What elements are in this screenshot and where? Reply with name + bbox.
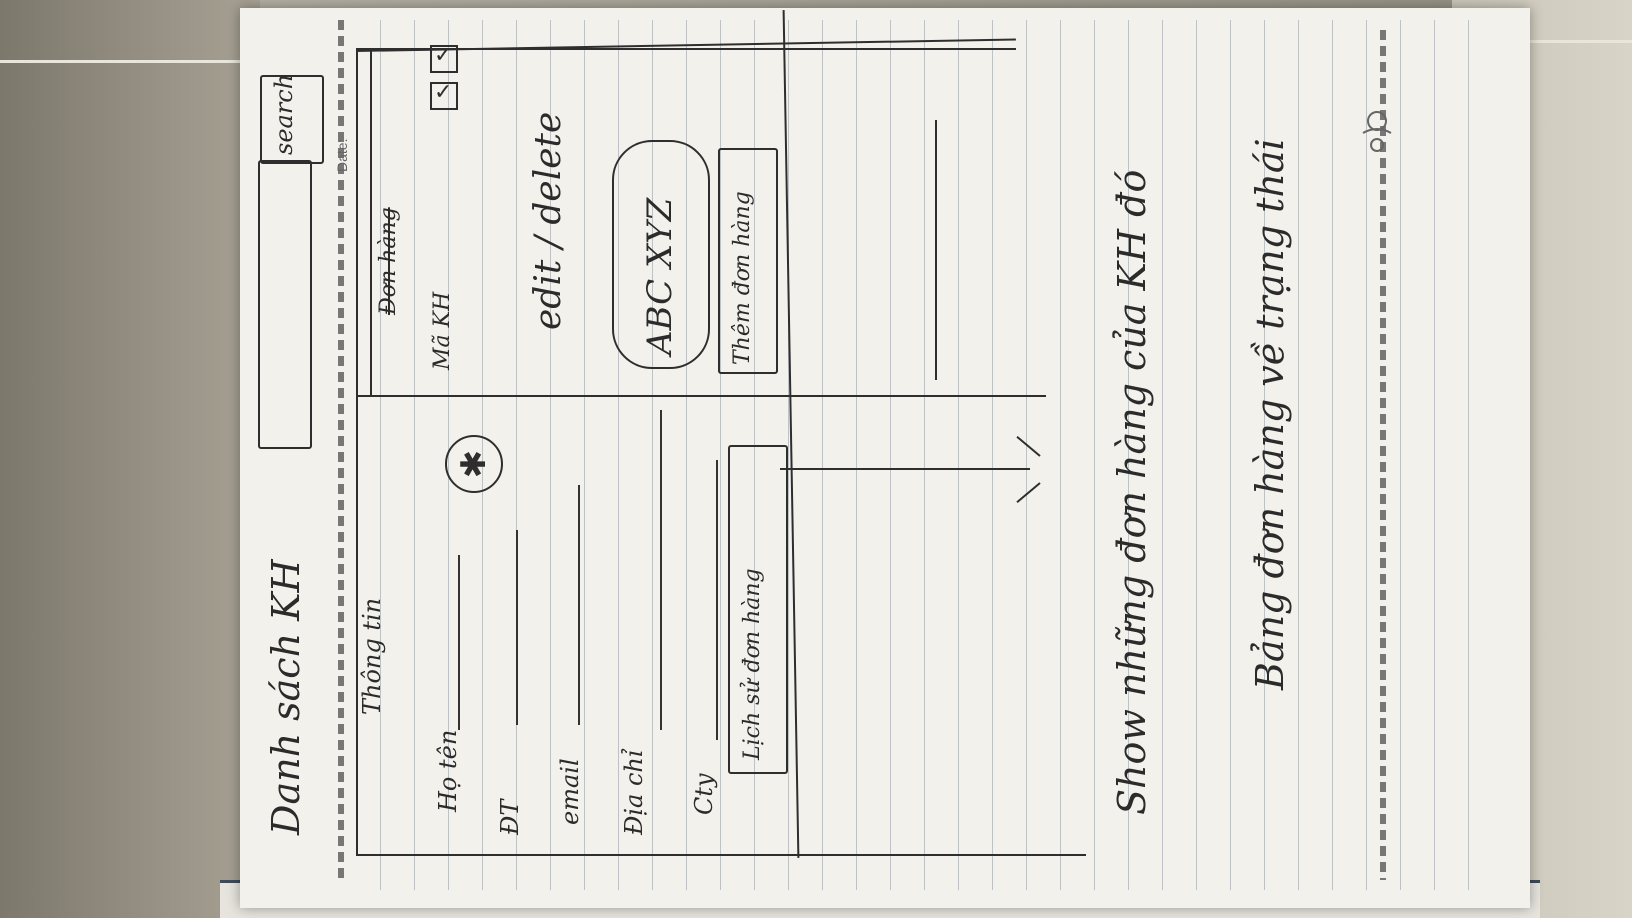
ruled-line	[890, 20, 891, 890]
table-surface-left	[0, 0, 260, 918]
ruled-line	[380, 20, 381, 890]
field-label-email: email	[556, 758, 584, 825]
table-header-struck: Đơn hàng	[376, 207, 401, 315]
ruled-line	[1060, 20, 1061, 890]
ruled-line	[1026, 20, 1027, 890]
search-button-sketch	[260, 75, 324, 164]
ruled-line	[856, 20, 857, 890]
customer-info-heading: Thông tin	[358, 597, 386, 715]
field-label-address: Địa chỉ	[620, 749, 648, 835]
add-order-button-sketch	[718, 148, 778, 374]
ruled-line	[1434, 20, 1435, 890]
tile-seam	[1530, 40, 1632, 43]
ruled-line	[1162, 20, 1163, 890]
notebook-brand-seal-icon	[1362, 111, 1392, 152]
ruled-line	[924, 20, 925, 890]
table-column-rule	[370, 50, 372, 395]
ruled-line	[652, 20, 653, 890]
ruled-line	[754, 20, 755, 890]
ruled-line	[1298, 20, 1299, 890]
search-button-label: search	[270, 73, 298, 155]
ruled-line	[1094, 20, 1095, 890]
checkbox-icon	[430, 43, 458, 73]
panel-border-left	[356, 854, 1086, 856]
page-margin-bottom	[1380, 30, 1386, 880]
table-bottom-rule	[935, 120, 937, 380]
tile-seam	[0, 60, 250, 63]
ruled-line	[1230, 20, 1231, 890]
date-label: Date:	[334, 138, 350, 172]
ruled-line	[720, 20, 721, 890]
avatar-icon: ✱	[445, 435, 503, 493]
ruled-line	[1400, 20, 1401, 890]
order-history-button-sketch	[728, 445, 788, 774]
search-input-sketch	[258, 160, 312, 449]
ruled-line	[1128, 20, 1129, 890]
field-line-company	[716, 460, 718, 740]
panel-border-top	[356, 50, 358, 855]
ruled-line	[788, 20, 789, 890]
field-line-phone	[516, 530, 518, 725]
notebook-page	[240, 8, 1530, 908]
field-line-name	[458, 555, 460, 730]
ruled-line	[686, 20, 687, 890]
ruled-line	[414, 20, 415, 890]
add-order-button-label: Thêm đơn hàng	[730, 191, 755, 365]
field-label-name: Họ tên	[434, 729, 462, 812]
ruled-line	[550, 20, 551, 890]
page-margin-top	[338, 20, 344, 880]
ruled-line	[1196, 20, 1197, 890]
checkbox-icon	[430, 80, 458, 110]
sketch-title: Danh sách KH	[264, 559, 308, 835]
note-line-2: Bảng đơn hàng về trạng thái	[1248, 138, 1292, 690]
code-value-text: ABC XYZ	[640, 197, 680, 355]
ruled-line	[992, 20, 993, 890]
ruled-line	[584, 20, 585, 890]
table-header-code: Mã KH	[430, 291, 455, 370]
table-top-line	[356, 48, 1016, 50]
arrow-shaft	[780, 468, 1030, 470]
field-label-company: Cty	[690, 773, 718, 815]
ruled-line	[1366, 20, 1367, 890]
ruled-line	[448, 20, 449, 890]
ruled-line	[1468, 20, 1469, 890]
code-value-pill	[612, 140, 710, 369]
ruled-line	[1264, 20, 1265, 890]
ruled-line	[822, 20, 823, 890]
table-action-label: edit / delete	[528, 111, 569, 330]
ruled-line	[958, 20, 959, 890]
field-label-phone: ĐT	[496, 799, 524, 835]
ruled-line	[482, 20, 483, 890]
field-line-address	[660, 410, 662, 730]
field-line-email	[578, 485, 580, 725]
order-history-button-label: Lịch sử đơn hàng	[740, 568, 765, 760]
ruled-line	[618, 20, 619, 890]
ruled-line	[1332, 20, 1333, 890]
panel-divider	[356, 395, 1046, 397]
ruled-line	[516, 20, 517, 890]
note-line-1: Show những đơn hàng của KH đó	[1110, 169, 1154, 815]
